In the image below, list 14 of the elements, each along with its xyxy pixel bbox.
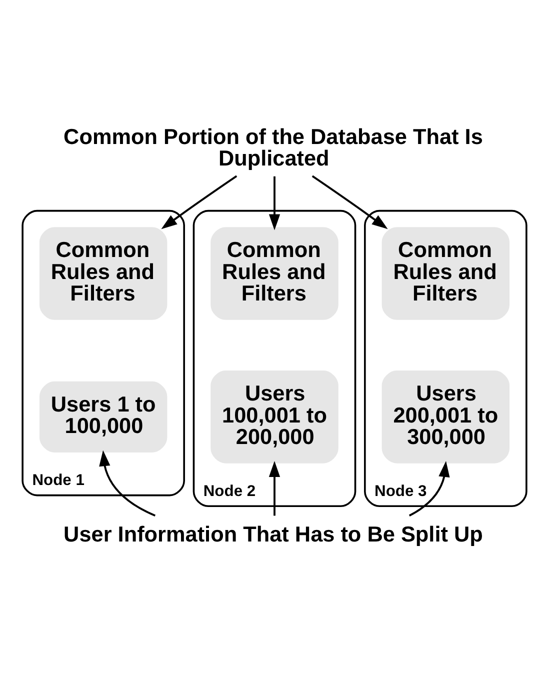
- node-box: Users 200,001 to 300,000: [382, 370, 510, 463]
- arrow: [408, 460, 450, 516]
- node-text: Common Portion of the Database That Is Duplicated: [64, 123, 483, 170]
- node-box: Common Rules and Filters: [210, 226, 338, 320]
- node-box: Common Rules and Filters: [382, 226, 510, 320]
- arrow: [268, 460, 280, 516]
- arrow: [268, 176, 280, 230]
- node-box: Users 100,001 to 200,000: [210, 370, 338, 463]
- node-text: User Information That Has to Be Split Up: [64, 521, 483, 546]
- arrow: [161, 174, 238, 229]
- node-box: Users 1 to 100,000: [39, 380, 168, 452]
- arrow: [312, 174, 388, 229]
- node-box: Common Rules and Filters: [39, 226, 168, 320]
- arrow: [99, 450, 156, 516]
